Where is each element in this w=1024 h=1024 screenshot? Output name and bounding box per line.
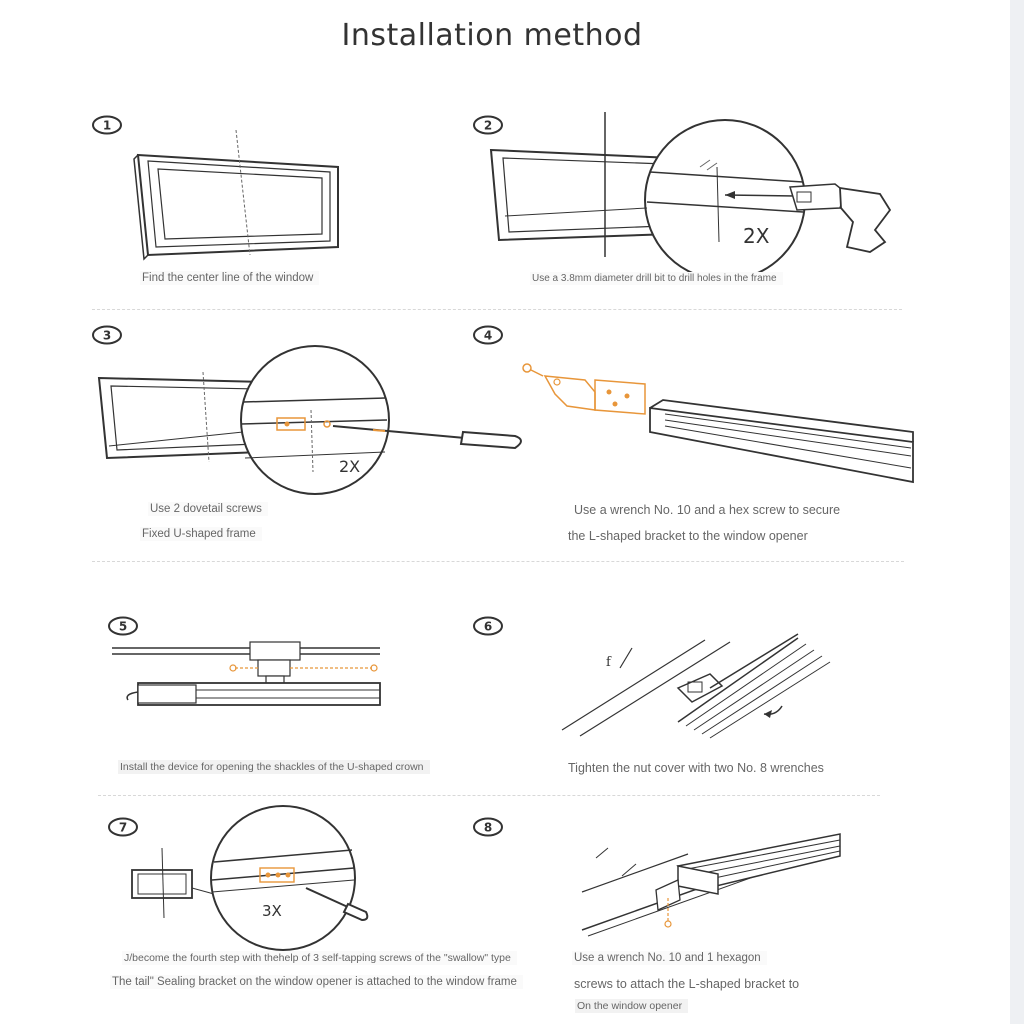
step-7-illustration: 3X [128, 805, 378, 951]
step-3-caption-line-2: Fixed U-shaped frame [140, 527, 262, 541]
step-3-illustration: 2X [95, 345, 535, 495]
step-number-8: 8 [472, 817, 504, 837]
step-2-illustration: 2X [485, 112, 905, 281]
step-8-illustration [578, 832, 843, 942]
right-scroll-strip [1010, 0, 1024, 1024]
step-number-7: 7 [107, 817, 139, 837]
step-number-1: 1 [91, 115, 123, 135]
step-5-illustration [110, 638, 385, 713]
step-1-illustration [130, 125, 350, 261]
step-2-caption: Use a 3.8mm diameter drill bit to drill … [530, 272, 783, 285]
svg-text:1: 1 [103, 119, 111, 133]
svg-text:7: 7 [119, 821, 127, 835]
row-divider-3 [98, 795, 880, 796]
step-number-6: 6 [472, 616, 504, 636]
svg-text:2X: 2X [743, 224, 770, 248]
step-7-caption-line-2: The tail" Sealing bracket on the window … [110, 975, 523, 989]
row-divider-1 [92, 309, 902, 310]
step-number-2: 2 [472, 115, 504, 135]
step-4-illustration [515, 358, 915, 488]
step-7-caption-line-1: J/become the fourth step with thehelp of… [122, 951, 517, 965]
step-4-caption-line-2: the L-shaped bracket to the window opene… [568, 529, 808, 543]
step-8-caption-line-2: screws to attach the L-shaped bracket to [574, 977, 800, 991]
svg-text:8: 8 [484, 821, 492, 835]
step-1-caption: Find the center line of the window [140, 271, 320, 285]
step-number-5: 5 [107, 616, 139, 636]
svg-text:2X: 2X [339, 457, 360, 476]
svg-text:3X: 3X [262, 902, 282, 920]
step-3-caption-line-1: Use 2 dovetail screws [148, 502, 268, 516]
svg-text:f: f [606, 655, 612, 670]
step-4-caption-line-1: Use a wrench No. 10 and a hex screw to s… [574, 503, 841, 517]
step-number-3: 3 [91, 325, 123, 345]
step-8-caption-line-1: Use a wrench No. 10 and 1 hexagon [572, 951, 767, 965]
svg-text:4: 4 [484, 329, 492, 343]
step-6-caption: Tighten the nut cover with two No. 8 wre… [568, 761, 824, 775]
row-divider-2 [92, 561, 904, 562]
step-number-4: 4 [472, 325, 504, 345]
step-5-caption: Install the device for opening the shack… [118, 760, 430, 774]
svg-text:3: 3 [103, 329, 111, 343]
svg-text:6: 6 [484, 620, 492, 634]
svg-text:2: 2 [484, 119, 492, 133]
page-title: Installation method [341, 18, 643, 53]
step-8-caption-line-3: On the window opener [575, 999, 689, 1013]
svg-text:5: 5 [119, 620, 127, 634]
step-6-illustration: f [560, 630, 840, 740]
